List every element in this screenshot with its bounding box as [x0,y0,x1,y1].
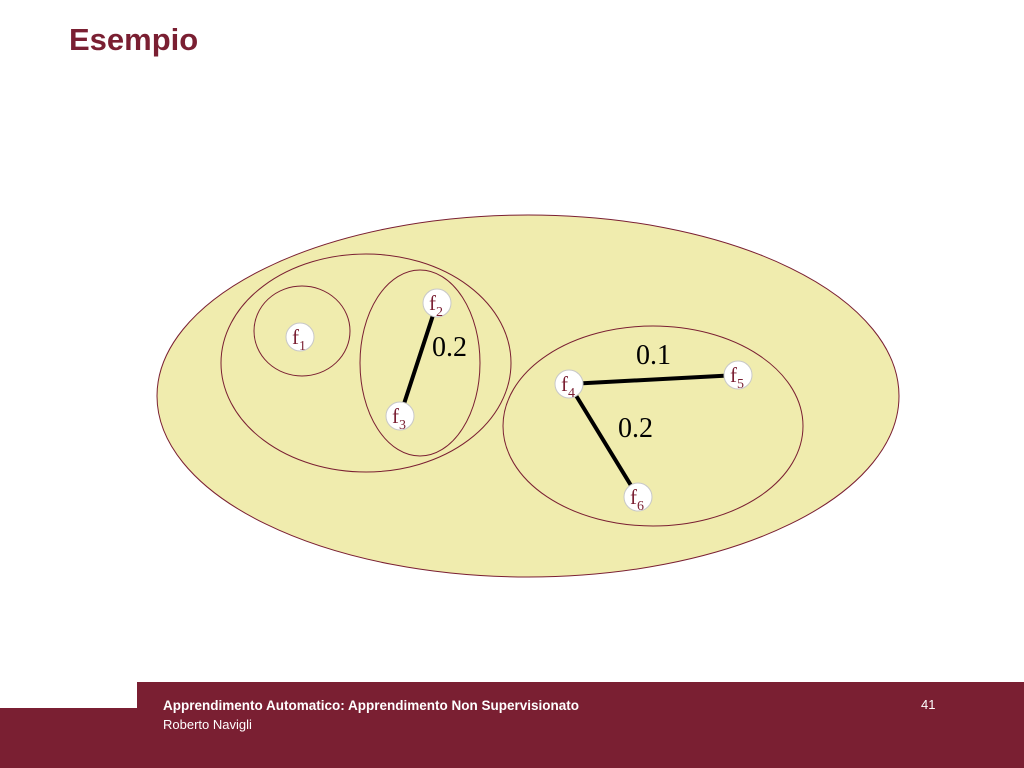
weight-layer: 0.2 0.1 0.2 [432,332,671,444]
edge-f2-f3 [398,301,439,418]
edge-weight-f2-f3: 0.2 [432,332,467,363]
edge-weight-f4-f5: 0.1 [636,340,671,371]
node-layer: f1 f2 f3 f4 f5 f6 [285,288,753,514]
footer-band-raised [137,682,1024,768]
edge-f4-f5 [567,373,740,386]
node-f1: f1 [285,322,315,354]
footer-course-title: Apprendimento Automatico: Apprendimento … [163,698,580,713]
edge-layer [398,301,740,499]
footer-author: Roberto Navigli [163,717,252,732]
cluster-f2-f3 [359,269,481,457]
node-circle [285,322,315,352]
node-f4: f4 [554,369,584,401]
page-number: 41 [921,697,936,712]
node-f2: f2 [422,288,452,320]
clustering-diagram: 0.2 0.1 0.2 f1 f2 f3 f4 f5 f6 [156,214,900,578]
edge-f4-f6 [567,382,640,499]
node-circle [623,482,653,512]
node-f6: f6 [623,482,653,514]
cluster-layer [156,214,900,578]
node-circle [723,360,753,390]
node-f5: f5 [723,360,753,392]
node-circle [554,369,584,399]
slide-title: Esempio [69,22,199,57]
node-circle [385,401,415,431]
edge-weight-f4-f6: 0.2 [618,413,653,444]
node-circle [422,288,452,318]
node-f3: f3 [385,401,415,433]
